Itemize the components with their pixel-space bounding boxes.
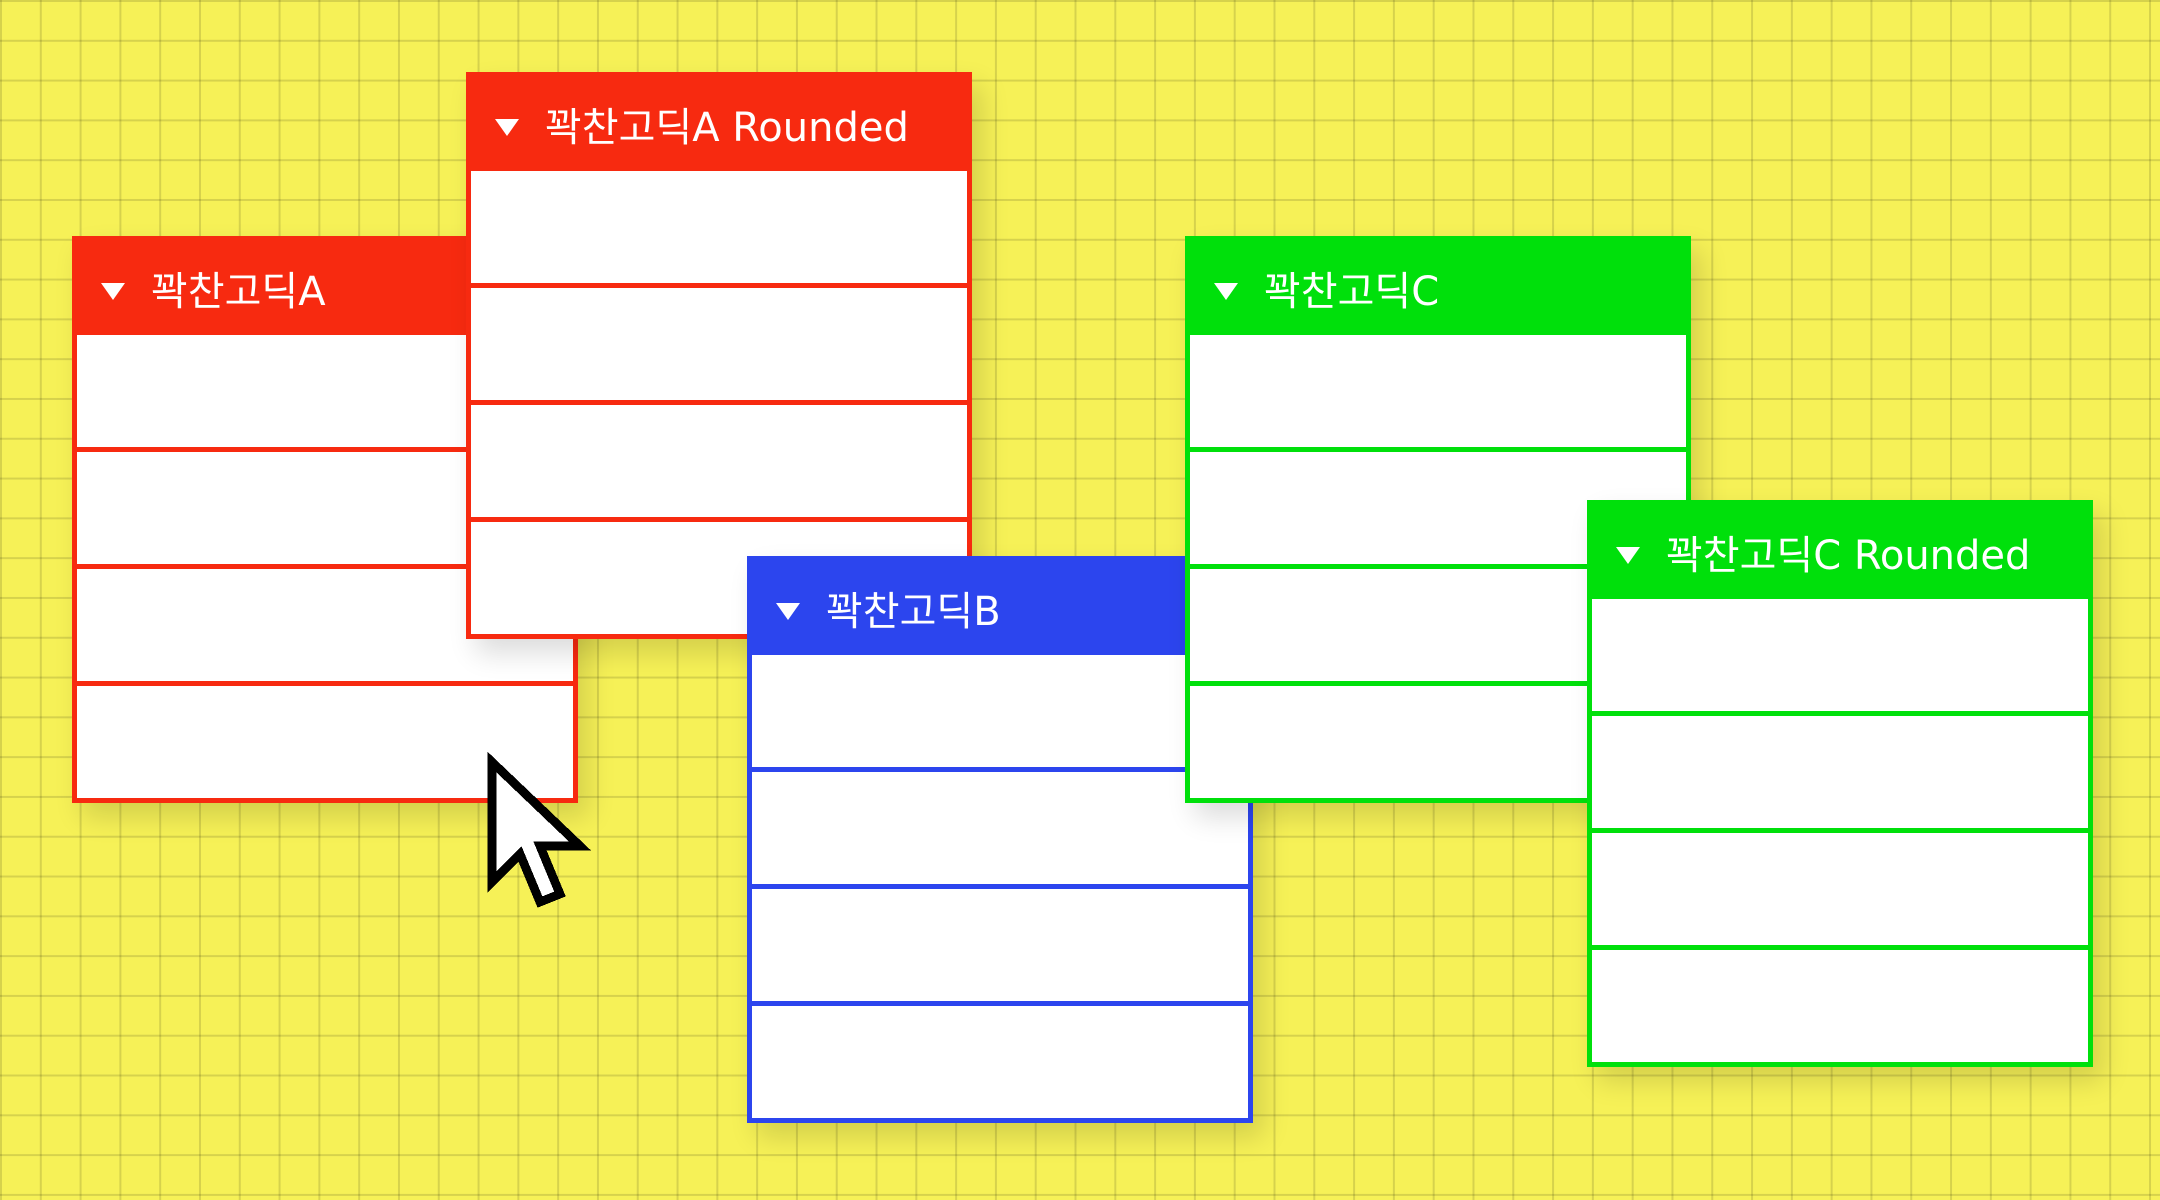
caret-down-icon[interactable] (101, 282, 125, 300)
panel-rows (752, 655, 1248, 1118)
caret-down-icon[interactable] (1214, 282, 1238, 300)
font-panel-c-rounded[interactable]: 꽉찬고딕C Rounded (1587, 500, 2093, 1067)
arrow-cursor-icon (487, 752, 591, 908)
panel-rows (1592, 599, 2088, 1062)
list-item[interactable] (1592, 828, 2088, 945)
caret-down-icon[interactable] (1616, 546, 1640, 564)
panel-title: 꽉찬고딕A Rounded (545, 105, 909, 151)
list-item[interactable] (752, 767, 1248, 884)
panel-header[interactable]: 꽉찬고딕C (1190, 241, 1686, 335)
list-item[interactable] (471, 400, 967, 517)
panel-title: 꽉찬고딕A (151, 269, 326, 315)
panel-header[interactable]: 꽉찬고딕B (752, 561, 1248, 655)
list-item[interactable] (1190, 335, 1686, 447)
list-item[interactable] (1592, 711, 2088, 828)
list-item[interactable] (752, 655, 1248, 767)
panel-title: 꽉찬고딕C Rounded (1666, 533, 2031, 579)
list-item[interactable] (471, 283, 967, 400)
panel-title: 꽉찬고딕C (1264, 269, 1440, 315)
font-panel-a-rounded[interactable]: 꽉찬고딕A Rounded (466, 72, 972, 639)
caret-down-icon[interactable] (776, 602, 800, 620)
list-item[interactable] (1592, 599, 2088, 711)
list-item[interactable] (752, 884, 1248, 1001)
list-item[interactable] (471, 171, 967, 283)
list-item[interactable] (1592, 945, 2088, 1062)
panel-title: 꽉찬고딕B (826, 589, 1001, 635)
font-panel-b[interactable]: 꽉찬고딕B (747, 556, 1253, 1123)
panel-header[interactable]: 꽉찬고딕C Rounded (1592, 505, 2088, 599)
panel-rows (471, 171, 967, 634)
list-item[interactable] (752, 1001, 1248, 1118)
caret-down-icon[interactable] (495, 118, 519, 136)
panel-header[interactable]: 꽉찬고딕A Rounded (471, 77, 967, 171)
